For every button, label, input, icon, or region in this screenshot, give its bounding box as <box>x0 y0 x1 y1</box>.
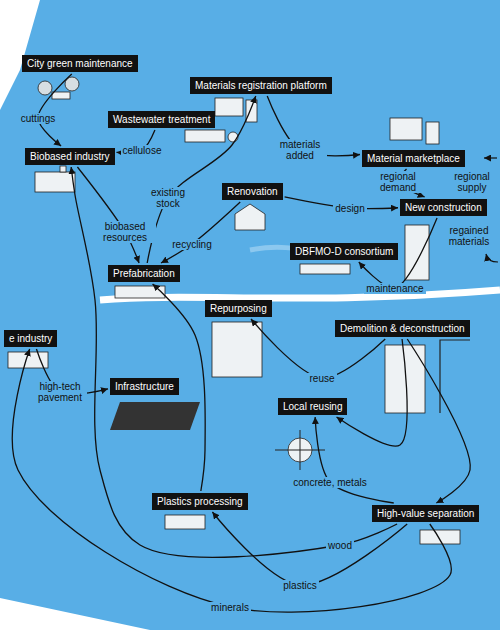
chimney-icon <box>60 166 66 172</box>
supply-arrow <box>484 157 497 158</box>
regained-arrow <box>486 254 498 262</box>
computer-screen <box>390 118 422 140</box>
flow-label: regional demand <box>373 171 423 193</box>
demolition-tower <box>385 345 425 413</box>
flow-arrow <box>337 339 408 446</box>
label-box: City green maintenance <box>22 55 138 72</box>
flow-label: minerals <box>209 602 251 613</box>
treatment-tank <box>228 132 238 142</box>
flow-arrow <box>161 202 240 263</box>
flow-label: plastics <box>281 580 318 591</box>
tower-icon <box>405 225 429 280</box>
box-label: Wastewater treatment <box>113 114 210 125</box>
box-label: Material marketplace <box>367 153 460 164</box>
tree-icon <box>38 81 52 95</box>
flow-label: design <box>333 203 366 214</box>
box-label: Demolition & deconstruction <box>340 323 465 334</box>
box-label: Local reusing <box>283 401 342 412</box>
box-label: Materials registration platform <box>195 80 327 91</box>
box-label: City green maintenance <box>27 58 133 69</box>
computer-tower <box>426 122 439 144</box>
box-label: Repurposing <box>210 303 267 314</box>
label-box: Local reusing <box>278 398 347 415</box>
flow-label: cellulose <box>121 145 164 156</box>
flow-label: wood <box>326 540 354 551</box>
label-box: High-value separation <box>372 505 479 522</box>
office-building <box>212 322 262 377</box>
flow-label: concrete, metals <box>291 477 368 488</box>
flow-label: recycling <box>170 239 213 250</box>
flow-arrow <box>12 349 451 612</box>
label-box: Material marketplace <box>362 150 465 167</box>
box-label: Plastics processing <box>157 496 243 507</box>
label-box: Wastewater treatment <box>108 111 215 128</box>
flow-label: materials added <box>273 139 327 161</box>
box-label: e industry <box>9 333 52 344</box>
label-box: Infrastructure <box>110 378 179 395</box>
flow-arrow <box>315 417 394 503</box>
box-label: Biobased industry <box>30 151 110 162</box>
label-box: Repurposing <box>205 300 272 317</box>
airport-piers <box>275 430 325 470</box>
house-icon <box>235 204 265 230</box>
label-box: Biobased industry <box>25 148 115 165</box>
flow-arrow <box>212 512 407 585</box>
computer-screen <box>215 98 243 116</box>
factory-icon <box>35 172 75 192</box>
label-box: e industry <box>4 330 57 347</box>
runway-icon <box>110 402 200 430</box>
flow-label: biobased resources <box>94 221 156 243</box>
box-label: Prefabrication <box>113 268 175 279</box>
label-box: Materials registration platform <box>190 77 332 94</box>
flow-arrow <box>38 74 72 146</box>
label-box: DBFMO-D consortium <box>290 243 398 260</box>
box-label: New construction <box>405 202 482 213</box>
plant-icon <box>165 515 205 529</box>
flow-arrow <box>71 167 397 557</box>
computer-tower <box>246 100 257 122</box>
flow-label: maintenance <box>364 283 425 294</box>
flow-arrow <box>407 339 470 503</box>
label-box: New construction <box>400 199 487 216</box>
box-label: Renovation <box>227 186 278 197</box>
ship-icon <box>300 264 350 274</box>
label-box: Renovation <box>222 183 283 200</box>
label-box: Prefabrication <box>108 265 180 282</box>
treatment-plant <box>185 130 225 142</box>
box-label: High-value separation <box>377 508 474 519</box>
flow-label: high-tech pavement <box>33 381 87 403</box>
flow-label: existing stock <box>142 187 194 209</box>
flow-label: regional supply <box>450 171 494 193</box>
label-box: Demolition & deconstruction <box>335 320 470 337</box>
flow-label: regained materials <box>442 225 496 247</box>
sorting-icon <box>420 530 460 544</box>
box-label: Infrastructure <box>115 381 174 392</box>
flow-label: reuse <box>307 373 336 384</box>
mower-icon <box>52 92 70 99</box>
box-label: DBFMO-D consortium <box>295 246 393 257</box>
flow-label: cuttings <box>19 113 57 124</box>
label-box: Plastics processing <box>152 493 248 510</box>
